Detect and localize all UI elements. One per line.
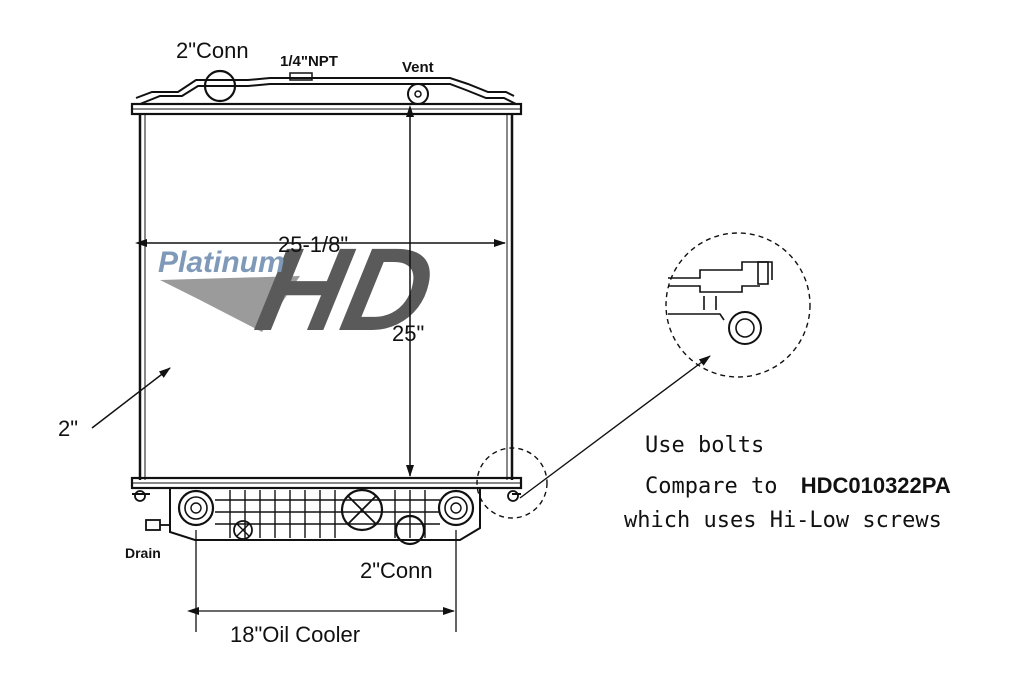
npt-label: 1/4"NPT xyxy=(280,53,338,70)
note-line-2: Compare to HDC010322PA xyxy=(645,473,951,499)
drain-label: Drain xyxy=(125,545,161,561)
drain-fitting xyxy=(145,519,170,531)
bottom-tank xyxy=(130,476,523,541)
vent-label: Vent xyxy=(402,59,434,76)
note-compare-text: Compare to xyxy=(645,474,791,499)
top-inlet-connection xyxy=(203,69,237,103)
vent-fitting xyxy=(407,83,429,105)
bottom-tank-ribbing xyxy=(215,490,440,538)
note-line-3: which uses Hi-Low screws xyxy=(624,508,942,533)
detail-leader-arrow xyxy=(519,355,711,499)
oil-cooler-fitting-left xyxy=(177,489,215,527)
oil-cooler-label: 18"Oil Cooler xyxy=(230,622,360,647)
core-depth-arrow xyxy=(91,367,171,429)
detail-view xyxy=(665,232,811,378)
note-line-1: Use bolts xyxy=(645,433,764,458)
oil-cooler-dimension xyxy=(187,530,457,632)
mount-tab-right xyxy=(507,490,519,502)
bottom-conn-label: 2"Conn xyxy=(360,558,433,583)
core-depth-label: 2" xyxy=(58,416,78,441)
bottom-outlet-valve xyxy=(340,488,384,532)
oil-cooler-fitting-right xyxy=(437,489,475,527)
radiator-core xyxy=(138,114,514,480)
bottom-outlet-connection xyxy=(394,514,426,546)
top-tank xyxy=(130,72,523,116)
height-dimension-label: 25" xyxy=(392,321,424,346)
logo-word: Platinum xyxy=(158,246,285,279)
width-dimension-label: 25-1/8" xyxy=(278,232,348,257)
mount-tab-left xyxy=(134,490,146,502)
part-number: HDC010322PA xyxy=(801,473,951,498)
top-conn-label: 2"Conn xyxy=(176,38,249,63)
logo-swoosh xyxy=(160,276,300,332)
small-plug xyxy=(233,520,253,540)
detail-source-circle xyxy=(476,447,548,519)
